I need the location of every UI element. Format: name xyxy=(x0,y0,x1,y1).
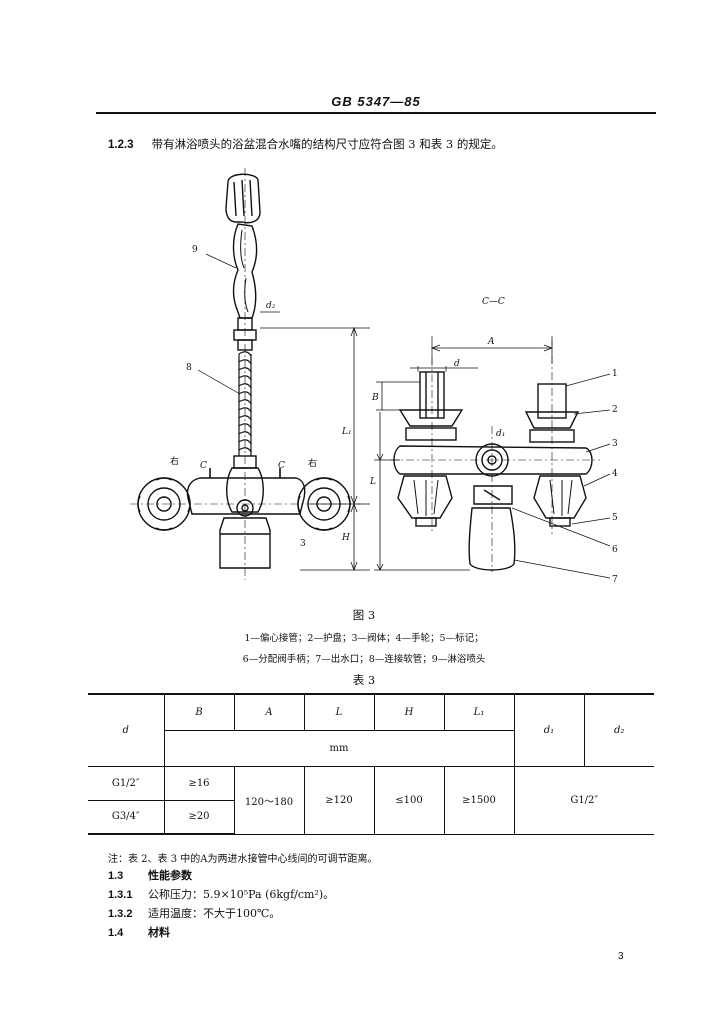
col-header-L1: L₁ xyxy=(443,693,515,731)
figure-legend-line-1: 1—偏心接管；2—护盘；3—阀体；4—手轮；5—标记； xyxy=(244,633,484,644)
section-text: 公称压力：5.9×10⁵Pa (6kgf/cm²)。 xyxy=(148,888,335,901)
row2-d: G3/4″ xyxy=(88,799,165,835)
section-1-4: 1.4 材料 xyxy=(108,924,170,940)
col-header-L: L xyxy=(303,693,375,731)
section-number: 1.3.1 xyxy=(108,889,133,901)
merged-L: ≥120 xyxy=(303,765,375,835)
callout-1: 1 xyxy=(612,369,618,379)
col-header-d2: d₂ xyxy=(583,693,654,767)
section-title: 性能参数 xyxy=(148,869,192,882)
callout-4: 4 xyxy=(612,469,618,479)
label-B: B xyxy=(371,393,379,403)
section-1-3-2: 1.3.2 适用温度：不大于100℃。 xyxy=(108,905,280,921)
clause-1-2-3: 1.2.3 带有淋浴喷头的浴盆混合水嘴的结构尺寸应符合图 3 和表 3 的规定。 xyxy=(108,136,503,152)
callout-5: 5 xyxy=(612,513,618,523)
header-rule xyxy=(96,112,656,114)
row2-B: ≥20 xyxy=(163,799,235,835)
section-number: 1.3 xyxy=(108,870,124,882)
section-number: 1.3.2 xyxy=(108,908,133,920)
page-header: GB 5347—85 xyxy=(96,92,656,118)
label-L1: L₁ xyxy=(341,427,352,437)
table-3: d B A L H L₁ d₁ d₂ mm G1/2″ ≥16 120～180 … xyxy=(88,693,654,835)
callout-7: 7 xyxy=(612,575,618,585)
callout-6: 6 xyxy=(612,545,618,555)
faucet-drawing-svg: 9 8 d₂ L₁ H 右 右 C C 3 C—C A d B L d₁ 1 2… xyxy=(130,168,618,585)
spout-base xyxy=(219,517,271,569)
merged-H: ≤100 xyxy=(373,765,445,835)
col-header-d1: d₁ xyxy=(513,693,585,767)
table-title: 表 3 xyxy=(352,673,376,687)
standard-code: GB 5347—85 xyxy=(331,94,421,109)
unit-cell: mm xyxy=(163,729,515,767)
section-number: 1.4 xyxy=(108,927,124,939)
label-3-bottom: 3 xyxy=(300,539,306,549)
callout-3: 3 xyxy=(612,439,618,449)
label-right-side: 右 xyxy=(308,457,317,469)
outlet-section xyxy=(468,507,516,571)
row1-B: ≥16 xyxy=(163,765,235,801)
label-A: A xyxy=(487,337,495,347)
col-header-B: B xyxy=(163,693,235,731)
label-c-right: C xyxy=(278,461,285,471)
table-note: 注：表 2、表 3 中的A为两进水接管中心线间的可调节距离。 xyxy=(108,854,378,865)
section-1-3: 1.3 性能参数 xyxy=(108,867,192,883)
section-1-3-1: 1.3.1 公称压力：5.9×10⁵Pa (6kgf/cm²)。 xyxy=(108,886,334,902)
label-L: L xyxy=(369,477,376,487)
figure-3-drawing: 9 8 d₂ L₁ H 右 右 C C 3 C—C A d B L d₁ 1 2… xyxy=(100,168,640,588)
valve-body-section xyxy=(393,445,593,475)
section-text: 适用温度：不大于100℃。 xyxy=(148,907,281,920)
clause-text: 带有淋浴喷头的浴盆混合水嘴的结构尺寸应符合图 3 和表 3 的规定。 xyxy=(151,137,503,151)
clause-number: 1.2.3 xyxy=(108,139,134,151)
diverter-handle xyxy=(226,467,264,513)
label-c-left: C xyxy=(200,461,207,471)
figure-legend-line-2: 6—分配阀手柄；7—出水口；8—连接软管；9—淋浴喷头 xyxy=(242,654,486,665)
label-d1: d₁ xyxy=(496,429,505,439)
merged-d1-d2: G1/2″ xyxy=(513,765,654,835)
label-9: 9 xyxy=(192,245,198,255)
col-header-A: A xyxy=(233,693,305,731)
label-H: H xyxy=(341,533,350,543)
page-number: 3 xyxy=(618,951,624,962)
label-d2: d₂ xyxy=(266,301,276,311)
section-label: C—C xyxy=(482,297,505,307)
label-d: d xyxy=(454,359,460,369)
hose-coils xyxy=(238,351,252,456)
merged-L1: ≥1500 xyxy=(443,765,515,835)
callout-2: 2 xyxy=(612,405,618,415)
figure-title: 图 3 xyxy=(352,608,376,622)
merged-A: 120～180 xyxy=(233,765,305,835)
col-header-d: d xyxy=(88,693,165,767)
col-header-H: H xyxy=(373,693,445,731)
label-left-side: 右 xyxy=(170,455,179,467)
row1-d: G1/2″ xyxy=(88,765,165,801)
label-8: 8 xyxy=(186,363,192,373)
section-title: 材料 xyxy=(148,926,170,939)
